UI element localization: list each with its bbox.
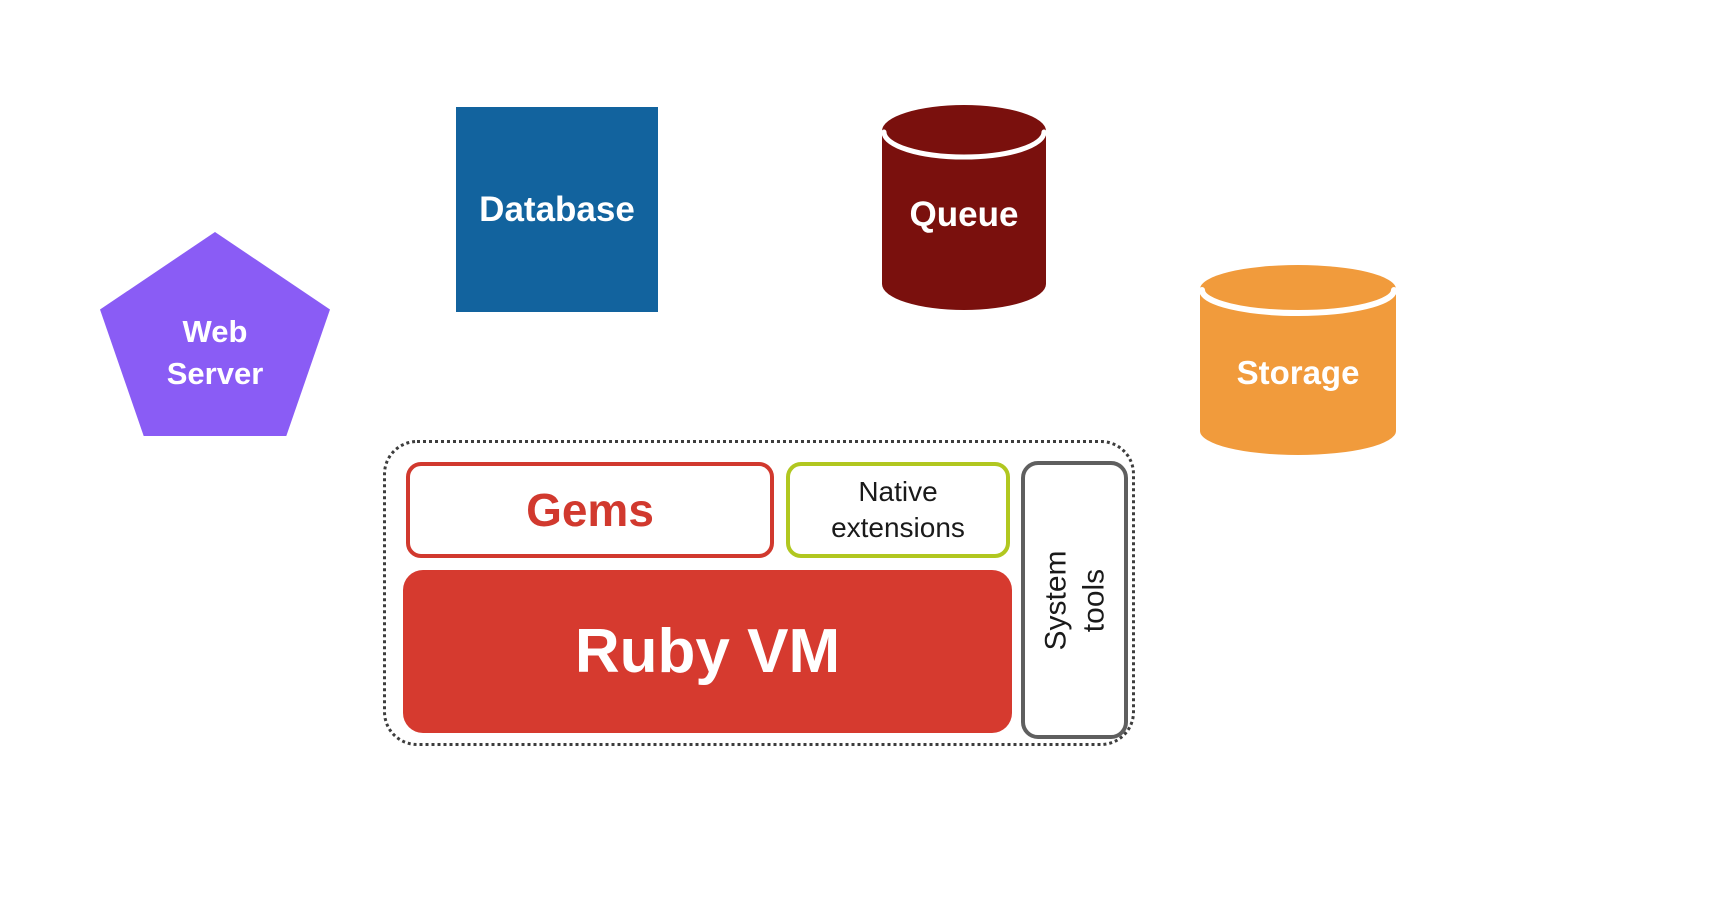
queue-node: Queue bbox=[882, 105, 1046, 310]
system-tools-label: System tools bbox=[1039, 549, 1110, 651]
native-extensions-label: Native extensions bbox=[831, 476, 965, 543]
storage-cylinder-shape bbox=[1200, 265, 1396, 455]
system-tools-node: System tools bbox=[1021, 461, 1128, 739]
storage-node: Storage bbox=[1200, 265, 1396, 455]
queue-label: Queue bbox=[909, 194, 1019, 234]
database-label: Database bbox=[479, 189, 635, 229]
ruby-vm-node: Ruby VM bbox=[403, 570, 1012, 733]
storage-cylinder-rim bbox=[1200, 287, 1396, 316]
ruby-runtime-group bbox=[383, 440, 1135, 746]
database-node: Database bbox=[456, 107, 658, 312]
gems-node: Gems bbox=[406, 462, 774, 558]
ruby-vm-label: Ruby VM bbox=[574, 617, 841, 686]
queue-cylinder-rim bbox=[882, 129, 1046, 160]
web-server-label: Web Server bbox=[166, 314, 264, 391]
native-extensions-node: Native extensions bbox=[786, 462, 1010, 558]
gems-label: Gems bbox=[526, 484, 654, 536]
queue-cylinder-shape bbox=[882, 105, 1046, 310]
web-server-node: Web Server bbox=[100, 232, 330, 436]
storage-label: Storage bbox=[1236, 354, 1360, 391]
